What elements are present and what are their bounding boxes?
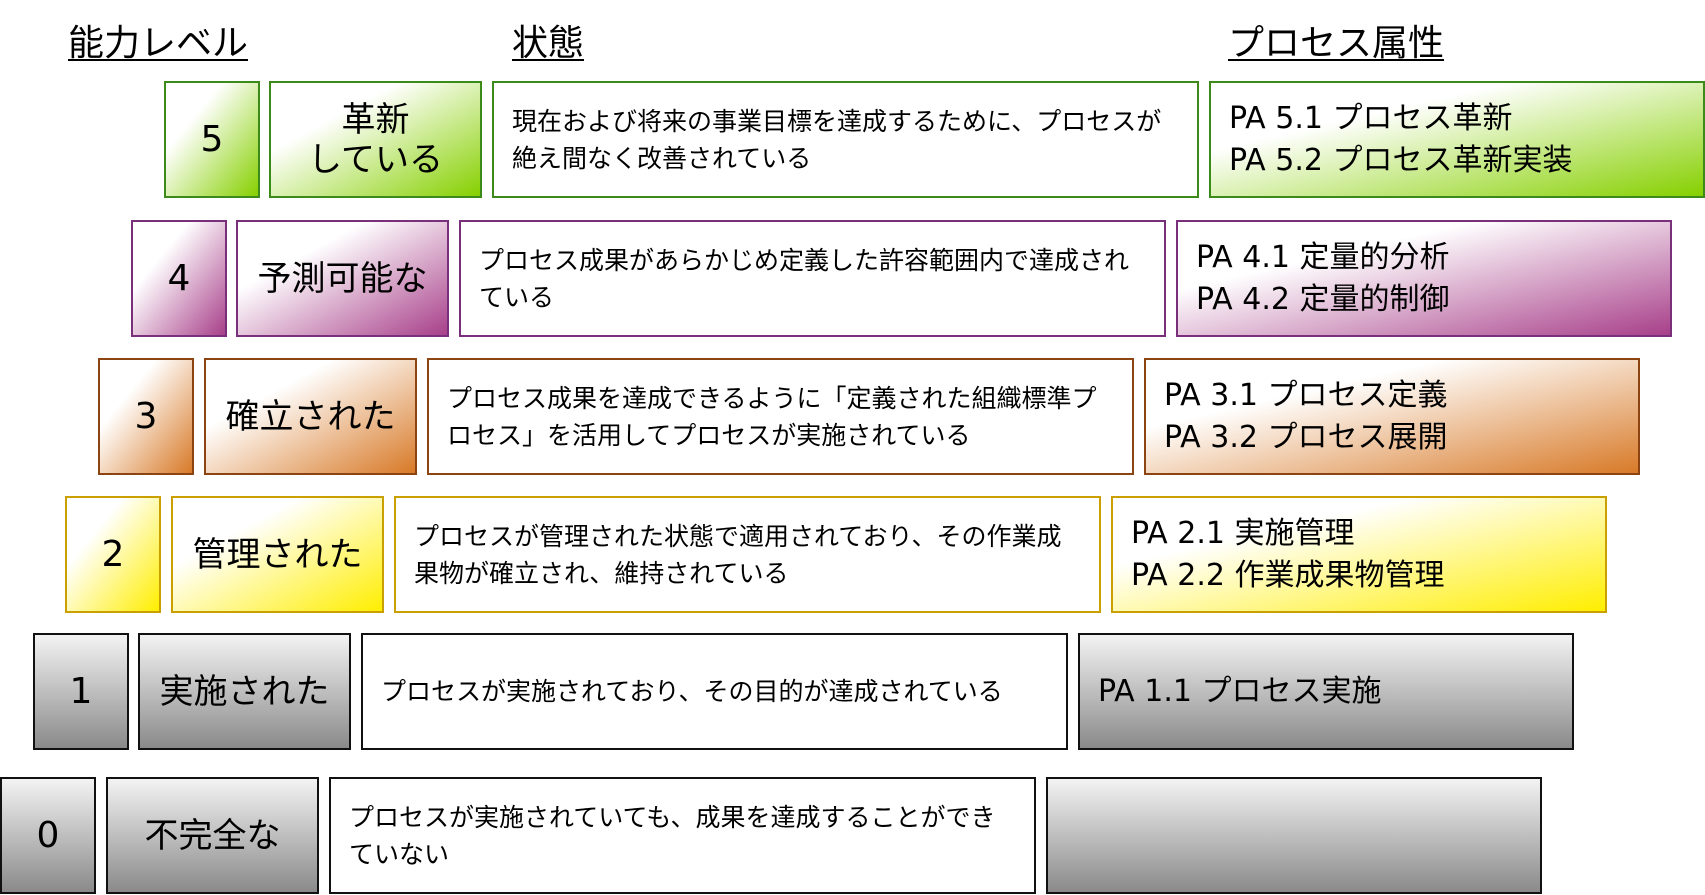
level-2-state: プロセスが管理された状態で適用されており、その作業成果物が確立され、維持されてい… xyxy=(394,496,1101,613)
level-3-number: 3 xyxy=(98,358,194,475)
level-5-name: 革新 している xyxy=(269,81,482,198)
header-state: 状態 xyxy=(512,23,585,64)
process-attribute: PA 3.1 プロセス定義 xyxy=(1164,377,1448,413)
level-2-name-line: 管理された xyxy=(192,534,363,575)
level-5-name-line: 革新 xyxy=(341,99,410,140)
level-4-name-line: 予測可能な xyxy=(257,258,428,299)
level-3-state: プロセス成果を達成できるように「定義された組織標準プロセス」を活用してプロセスが… xyxy=(427,358,1134,475)
level-0-name: 不完全な xyxy=(106,777,319,894)
level-0-attributes xyxy=(1046,777,1542,894)
level-0-name-line: 不完全な xyxy=(144,815,281,856)
process-attribute: PA 3.2 プロセス展開 xyxy=(1164,419,1448,455)
level-1-state: プロセスが実施されており、その目的が達成されている xyxy=(361,633,1068,750)
level-4-number: 4 xyxy=(131,220,227,337)
level-5-name-line: している xyxy=(308,139,443,180)
header-capability-level: 能力レベル xyxy=(68,23,249,64)
process-attribute: PA 2.2 作業成果物管理 xyxy=(1131,557,1445,593)
level-3-attributes: PA 3.1 プロセス定義 PA 3.2 プロセス展開 xyxy=(1144,358,1640,475)
level-1-number: 1 xyxy=(33,633,129,750)
level-1-attributes: PA 1.1 プロセス実施 xyxy=(1078,633,1574,750)
process-attribute: PA 4.2 定量的制御 xyxy=(1196,281,1450,317)
level-2-attributes: PA 2.1 実施管理 PA 2.2 作業成果物管理 xyxy=(1111,496,1607,613)
level-1-name-line: 実施された xyxy=(159,671,330,712)
level-3-name-line: 確立された xyxy=(225,396,396,437)
level-5-state: 現在および将来の事業目標を達成するために、プロセスが絶え間なく改善されている xyxy=(492,81,1199,198)
level-5-number: 5 xyxy=(164,81,260,198)
header-process-attributes: プロセス属性 xyxy=(1228,23,1445,64)
level-2-number: 2 xyxy=(65,496,161,613)
process-attribute: PA 4.1 定量的分析 xyxy=(1196,239,1450,275)
level-1-name: 実施された xyxy=(138,633,351,750)
level-4-name: 予測可能な xyxy=(236,220,449,337)
level-0-number: 0 xyxy=(0,777,96,894)
level-4-attributes: PA 4.1 定量的分析 PA 4.2 定量的制御 xyxy=(1176,220,1672,337)
process-attribute: PA 5.2 プロセス革新実装 xyxy=(1229,142,1573,178)
level-4-state: プロセス成果があらかじめ定義した許容範囲内で達成されている xyxy=(459,220,1166,337)
level-3-name: 確立された xyxy=(204,358,417,475)
process-attribute: PA 2.1 実施管理 xyxy=(1131,515,1355,551)
process-attribute: PA 1.1 プロセス実施 xyxy=(1098,673,1382,709)
level-2-name: 管理された xyxy=(171,496,384,613)
process-attribute: PA 5.1 プロセス革新 xyxy=(1229,100,1513,136)
level-0-state: プロセスが実施されていても、成果を達成することができていない xyxy=(329,777,1036,894)
level-5-attributes: PA 5.1 プロセス革新 PA 5.2 プロセス革新実装 xyxy=(1209,81,1705,198)
